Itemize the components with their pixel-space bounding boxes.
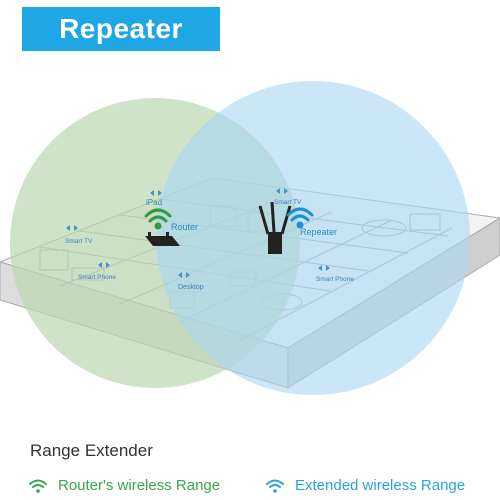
repeater-device xyxy=(258,201,292,254)
label-repeater: Repeater xyxy=(300,227,337,237)
label-smart-tv-right: Smart TV xyxy=(274,199,302,206)
section-title: Range Extender xyxy=(30,441,153,460)
router-device xyxy=(145,232,180,246)
label-ipad: iPad xyxy=(146,198,162,207)
legend-extended-label: Extended wireless Range xyxy=(295,477,466,494)
label-smart-phone-left: Smart Phone xyxy=(78,274,116,281)
coverage-diagram: Smart TV iPad Router Smart Phone Desktop… xyxy=(0,81,500,395)
signal-icon-smart-phone-left xyxy=(98,262,110,268)
title-banner: Repeater xyxy=(22,7,220,51)
label-smart-phone-right: Smart Phone xyxy=(316,276,354,283)
legend-router-label: Router's wireless Range xyxy=(58,477,221,494)
label-router: Router xyxy=(171,222,198,232)
signal-icon-smart-phone-right xyxy=(318,265,330,271)
label-desktop: Desktop xyxy=(178,284,204,291)
router-wifi-icon xyxy=(144,208,172,230)
legend-router-range: Router's wireless Range xyxy=(28,477,220,494)
signal-icons xyxy=(66,188,330,278)
signal-icon-smart-tv-left xyxy=(66,225,78,231)
label-smart-tv-left: Smart TV xyxy=(65,238,93,245)
legend-extended-range: Extended wireless Range xyxy=(265,477,465,494)
page-title: Repeater xyxy=(59,13,183,44)
signal-icon-desktop xyxy=(178,272,190,278)
signal-icon-ipad xyxy=(150,190,162,196)
wifi-blue-icon xyxy=(266,479,284,493)
signal-icon-smart-tv-right xyxy=(276,188,288,194)
repeater-wifi-icon xyxy=(286,207,314,229)
extended-range-circle xyxy=(156,81,470,395)
wifi-green-icon xyxy=(29,479,47,493)
